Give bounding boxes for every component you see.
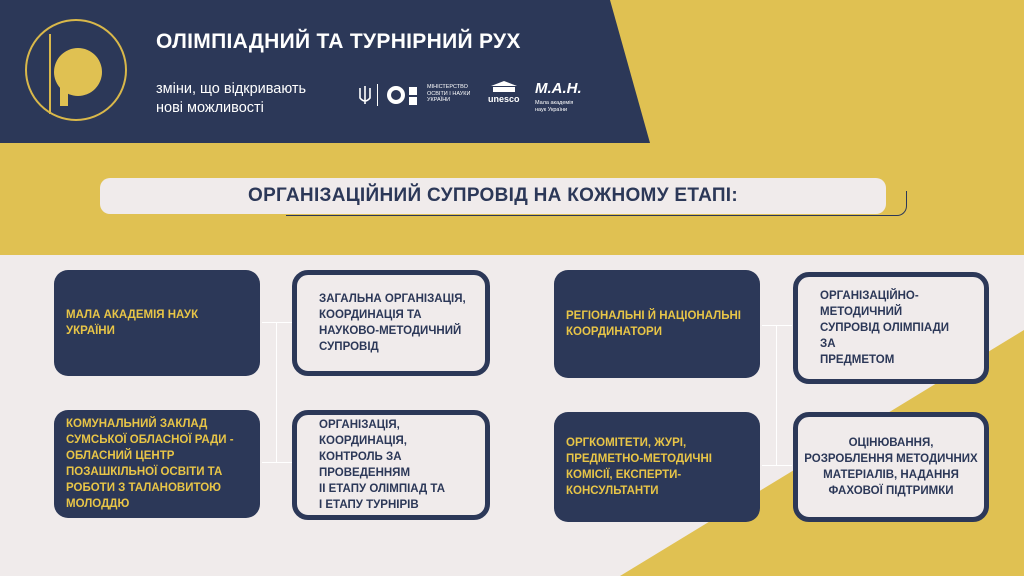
man-label: Мала академія наук України bbox=[535, 100, 574, 113]
card-man-ukraine-text: МАЛА АКАДЕМІЯ НАУК УКРАЇНИ bbox=[66, 309, 199, 337]
card-evaluation-text: ОЦІНЮВАННЯ, РОЗРОБЛЕННЯ МЕТОДИЧНИХ МАТЕР… bbox=[804, 437, 978, 497]
connector-right-top bbox=[762, 325, 792, 326]
section-banner: ОРГАНІЗАЦІЙНИЙ СУПРОВІД НА КОЖНОМУ ЕТАПІ… bbox=[100, 178, 886, 214]
connector-left-bottom bbox=[262, 462, 292, 463]
methodical-line-4: ПРЕДМЕТОМ bbox=[820, 354, 895, 366]
card-general-organization-text: ЗАГАЛЬНА ОРГАНІЗАЦІЯ, КООРДИНАЦІЯ ТА НАУ… bbox=[319, 293, 466, 353]
connector-left-top bbox=[262, 322, 292, 323]
page-subtitle: зміни, що відкривають нові можливості bbox=[156, 80, 346, 118]
card-methodical-support: ОРГАНІЗАЦІЙНО- МЕТОДИЧНИЙ СУПРОВІД ОЛІМП… bbox=[793, 272, 989, 384]
unesco-label: unesco bbox=[488, 94, 520, 104]
stage-control-line-3: ІІ ЕТАПУ ОЛІМПІАД ТА bbox=[319, 483, 446, 495]
man-logo: М.А.Н. bbox=[535, 80, 582, 97]
card-stage-control: ОРГАНІЗАЦІЯ, КООРДИНАЦІЯ, КОНТРОЛЬ ЗА ПР… bbox=[292, 410, 490, 520]
methodical-line-1: ОРГАНІЗАЦІЙНО- bbox=[820, 290, 919, 302]
card-methodical-support-text: ОРГАНІЗАЦІЙНО- МЕТОДИЧНИЙ СУПРОВІД ОЛІМП… bbox=[820, 288, 966, 368]
connector-right bbox=[776, 325, 777, 465]
card-orgcommittees: ОРГКОМІТЕТИ, ЖУРІ, ПРЕДМЕТНО-МЕТОДИЧНІ К… bbox=[554, 412, 760, 522]
methodical-line-2: МЕТОДИЧНИЙ bbox=[820, 306, 903, 318]
ministry-label: МІНІСТЕРСТВО ОСВІТИ І НАУКИ УКРАЇНИ bbox=[427, 84, 471, 103]
olympiad-logo-icon bbox=[20, 14, 132, 126]
connector-left bbox=[276, 322, 277, 462]
subtitle-line-1: зміни, що відкривають bbox=[156, 81, 307, 97]
unesco-temple-icon bbox=[491, 81, 517, 92]
partner-logos: МІНІСТЕРСТВО ОСВІТИ І НАУКИ УКРАЇНИ unes… bbox=[355, 78, 605, 118]
trident-icon bbox=[359, 86, 371, 104]
page-title: ОЛІМПІАДНИЙ ТА ТУРНІРНИЙ РУХ bbox=[156, 30, 521, 53]
stage-control-line-4: І ЕТАПУ ТУРНІРІВ bbox=[319, 499, 419, 511]
card-regional-coordinators: РЕГІОНАЛЬНІ Й НАЦІОНАЛЬНІ КООРДИНАТОРИ bbox=[554, 270, 760, 378]
card-stage-control-text: ОРГАНІЗАЦІЯ, КООРДИНАЦІЯ, КОНТРОЛЬ ЗА ПР… bbox=[319, 417, 467, 513]
stage-control-line-1: ОРГАНІЗАЦІЯ, КООРДИНАЦІЯ, bbox=[319, 419, 407, 447]
subtitle-line-2: нові можливості bbox=[156, 100, 264, 116]
connector-right-bottom bbox=[762, 465, 792, 466]
methodical-line-3: СУПРОВІД ОЛІМПІАДИ ЗА bbox=[820, 322, 950, 350]
card-evaluation: ОЦІНЮВАННЯ, РОЗРОБЛЕННЯ МЕТОДИЧНИХ МАТЕР… bbox=[793, 412, 989, 522]
card-man-ukraine: МАЛА АКАДЕМІЯ НАУК УКРАЇНИ bbox=[54, 270, 260, 376]
card-regional-coordinators-text: РЕГІОНАЛЬНІ Й НАЦІОНАЛЬНІ КООРДИНАТОРИ bbox=[566, 310, 741, 338]
ministry-logo-icon bbox=[387, 86, 417, 105]
card-orgcommittees-text: ОРГКОМІТЕТИ, ЖУРІ, ПРЕДМЕТНО-МЕТОДИЧНІ К… bbox=[566, 437, 712, 497]
card-sumy-center-text: КОМУНАЛЬНИЙ ЗАКЛАД СУМСЬКОЇ ОБЛАСНОЇ РАД… bbox=[66, 418, 234, 510]
card-general-organization: ЗАГАЛЬНА ОРГАНІЗАЦІЯ, КООРДИНАЦІЯ ТА НАУ… bbox=[292, 270, 490, 376]
card-sumy-center: КОМУНАЛЬНИЙ ЗАКЛАД СУМСЬКОЇ ОБЛАСНОЇ РАД… bbox=[54, 410, 260, 518]
stage-control-line-2: КОНТРОЛЬ ЗА ПРОВЕДЕННЯМ bbox=[319, 451, 411, 479]
banner-underline bbox=[286, 191, 907, 216]
